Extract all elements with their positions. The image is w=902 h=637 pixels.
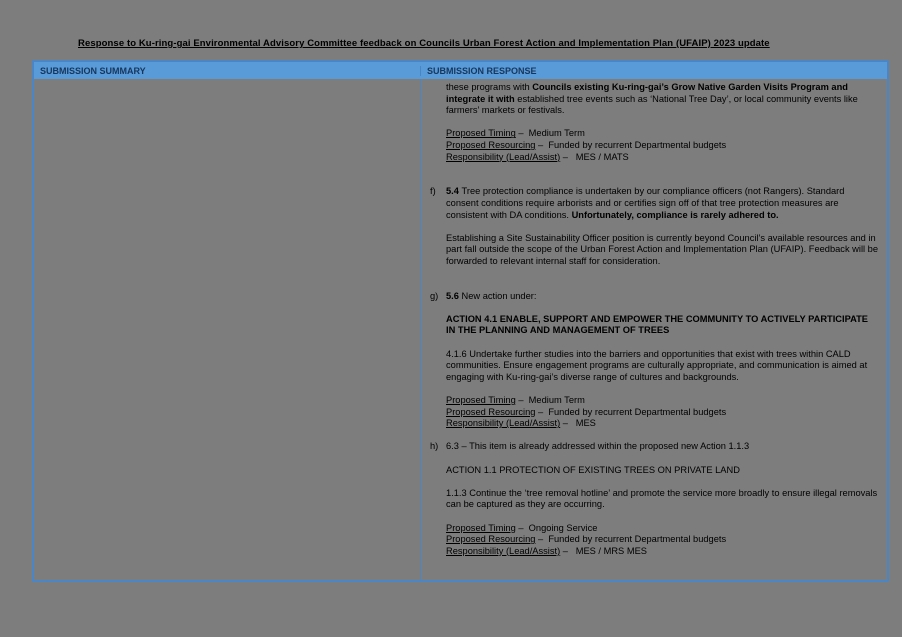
paragraph: Proposed Timing – Medium Term [446, 395, 879, 407]
summary-cell [34, 79, 421, 580]
paragraph: Establishing a Site Sustainability Offic… [446, 233, 879, 268]
text-run: – MES [560, 418, 596, 429]
blank-line [446, 117, 879, 129]
text-run: Proposed Resourcing [446, 406, 536, 417]
blank-line [446, 175, 879, 187]
document-title: Response to Ku-ring-gai Environmental Ad… [78, 38, 770, 49]
submission-table: SUBMISSION SUMMARY SUBMISSION RESPONSE t… [32, 60, 889, 582]
blank-line [446, 221, 879, 233]
text-run: Establishing a Site Sustainability Offic… [446, 232, 881, 266]
text-run: Proposed Resourcing [446, 534, 536, 545]
text-run: ACTION 4.1 ENABLE, SUPPORT AND EMPOWER T… [446, 313, 871, 336]
text-run: Unfortunately, compliance is rarely adhe… [571, 209, 779, 220]
paragraph: Proposed Resourcing – Funded by recurren… [446, 407, 879, 419]
text-run: Proposed Timing [446, 128, 516, 139]
text-run: Responsibility (Lead/Assist) [446, 545, 561, 556]
paragraph: 1.1.3 Continue the ‘tree removal hotline… [446, 488, 879, 511]
text-run: – MES / MATS [560, 151, 629, 162]
text-run: Tree protection compliance is undertaken… [446, 186, 848, 220]
blank-line [446, 302, 879, 314]
text-run: Proposed Timing [446, 395, 516, 406]
blank-line [446, 453, 879, 465]
text-run: 4.1.6 Undertake further studies into the… [446, 348, 870, 382]
text-run: these programs with [446, 82, 533, 92]
response-item: these programs with Councils existing Ku… [421, 82, 879, 186]
paragraph: 4.1.6 Undertake further studies into the… [446, 349, 879, 384]
text-run: 1.1.3 Continue the ‘tree removal hotline… [446, 487, 880, 510]
list-item-letter: h) [430, 441, 439, 452]
paragraph: Responsibility (Lead/Assist) – MES [446, 418, 879, 430]
text-run: Councils existing Ku-ring-gai’s Grow Nat… [446, 82, 851, 104]
text-run: ACTION 1.1 PROTECTION OF EXISTING TREES … [446, 464, 740, 475]
list-item-letter: g) [430, 290, 439, 301]
blank-line [446, 279, 879, 291]
text-run: New action under: [461, 290, 537, 301]
blank-line [446, 268, 879, 280]
paragraph: 5.6 New action under: [446, 291, 879, 303]
paragraph: ACTION 4.1 ENABLE, SUPPORT AND EMPOWER T… [446, 314, 879, 337]
text-run: – Funded by recurrent Departmental budge… [535, 534, 727, 545]
text-run: – Medium Term [515, 395, 585, 406]
blank-line [446, 511, 879, 523]
text-run: – Medium Term [515, 128, 585, 139]
response-item: f) 5.4 Tree protection compliance is unde… [421, 186, 879, 290]
text-run: – Funded by recurrent Departmental budge… [535, 406, 727, 417]
paragraph: 5.4 Tree protection compliance is undert… [446, 186, 879, 221]
list-item-letter: f) [430, 186, 436, 197]
blank-line [446, 163, 879, 175]
header-submission-response: SUBMISSION RESPONSE [427, 65, 537, 76]
paragraph: ACTION 1.1 PROTECTION OF EXISTING TREES … [446, 465, 879, 477]
paragraph: Responsibility (Lead/Assist) – MES / MAT… [446, 152, 879, 164]
text-run: Responsibility (Lead/Assist) [446, 418, 561, 429]
text-run: – Funded by recurrent Departmental budge… [535, 139, 727, 150]
response-item: h) 6.3 – This item is already addressed w… [421, 441, 879, 557]
paragraph: Proposed Timing – Ongoing Service [446, 523, 879, 535]
blank-line [446, 337, 879, 349]
text-run: – Ongoing Service [515, 522, 598, 533]
text-run: – MES / MRS MES [560, 545, 647, 556]
paragraph: these programs with Councils existing Ku… [446, 82, 879, 117]
header-submission-summary: SUBMISSION SUMMARY [34, 65, 421, 76]
table-body-row: these programs with Councils existing Ku… [34, 79, 887, 580]
paragraph: Proposed Resourcing – Funded by recurren… [446, 534, 879, 546]
text-run: 6.3 – This item is already addressed wit… [446, 441, 750, 452]
paragraph: Responsibility (Lead/Assist) – MES / MRS… [446, 546, 879, 558]
blank-line [446, 430, 879, 442]
paragraph: Proposed Resourcing – Funded by recurren… [446, 140, 879, 152]
blank-line [446, 476, 879, 488]
response-item: g) 5.6 New action under: ACTION 4.1 ENABLE… [421, 291, 879, 442]
response-cell: these programs with Councils existing Ku… [421, 79, 887, 580]
blank-line [446, 383, 879, 395]
text-run: Proposed Timing [446, 522, 516, 533]
text-run: Responsibility (Lead/Assist) [446, 151, 561, 162]
text-run: 5.4 [446, 186, 462, 197]
text-run: Proposed Resourcing [446, 139, 536, 150]
text-run: 5.6 [446, 290, 462, 301]
text-run: established tree events such as ‘Nationa… [446, 93, 861, 116]
paragraph: Proposed Timing – Medium Term [446, 128, 879, 140]
paragraph: 6.3 – This item is already addressed wit… [446, 441, 879, 453]
table-header-row: SUBMISSION SUMMARY SUBMISSION RESPONSE [34, 62, 887, 79]
